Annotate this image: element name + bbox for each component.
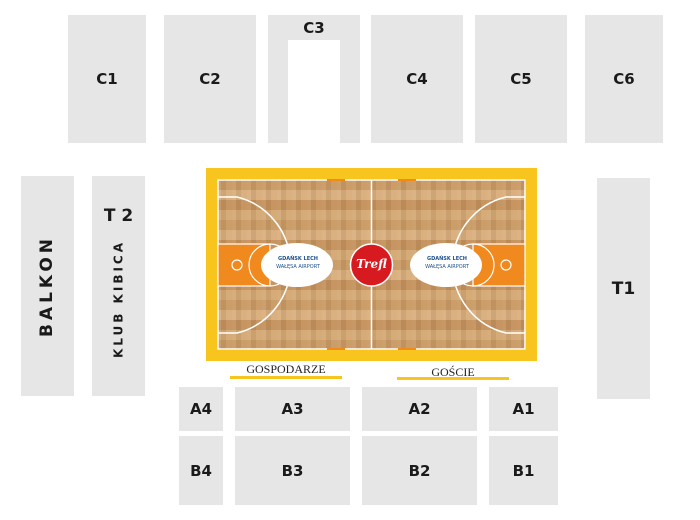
section-a3-label: A3	[281, 400, 304, 418]
center-logo-text: Trefl	[356, 257, 387, 271]
section-b2[interactable]: B2	[362, 436, 477, 505]
section-b4-label: B4	[190, 461, 212, 480]
home-team-bar	[230, 376, 342, 379]
away-team-label: GOŚCIE	[431, 365, 475, 379]
section-b3-label: B3	[281, 461, 304, 480]
section-c2-label: C2	[199, 70, 221, 88]
section-c3-left[interactable]	[268, 40, 288, 143]
section-b3[interactable]: B3	[235, 436, 350, 505]
basketball-court: Trefl GDAŃSK LECH WAŁĘSA AIRPORT GDAŃSK …	[217, 179, 526, 350]
section-t2[interactable]: T 2 KLUB KIBICA	[92, 176, 145, 396]
section-c5-label: C5	[510, 70, 532, 88]
section-balkon-label: BALKON	[37, 234, 58, 338]
court-lines	[217, 179, 526, 350]
section-a4-label: A4	[189, 400, 213, 418]
section-b1-label: B1	[512, 461, 535, 480]
section-t2-label: T 2	[103, 206, 134, 226]
section-t1[interactable]: T1	[597, 178, 650, 399]
arena-logo-right: GDAŃSK LECH WAŁĘSA AIRPORT	[416, 255, 478, 271]
section-klub-kibica-label: KLUB KIBICA	[111, 239, 126, 359]
section-c4-label: C4	[406, 70, 428, 88]
section-b4[interactable]: B4	[179, 436, 223, 505]
arena-logo-left-line1: GDAŃSK LECH	[278, 256, 318, 262]
section-c2[interactable]: C2	[164, 15, 256, 143]
section-a1[interactable]: A1	[489, 387, 558, 431]
section-c5[interactable]: C5	[475, 15, 567, 143]
section-a3[interactable]: A3	[235, 387, 350, 431]
section-a2[interactable]: A2	[362, 387, 477, 431]
section-c1[interactable]: C1	[68, 15, 146, 143]
section-c6-label: C6	[613, 70, 635, 88]
home-team-label: GOSPODARZE	[246, 362, 326, 376]
section-c6[interactable]: C6	[585, 15, 663, 143]
section-a4[interactable]: A4	[179, 387, 223, 431]
arena-logo-left-line2: WAŁĘSA AIRPORT	[276, 264, 320, 270]
away-team-bar	[397, 377, 509, 380]
arena-logo-right-line2: WAŁĘSA AIRPORT	[425, 264, 469, 270]
section-c3-label: C3	[303, 18, 325, 37]
section-a1-label: A1	[512, 400, 535, 418]
section-c1-label: C1	[96, 70, 118, 88]
section-c3-right[interactable]	[340, 40, 360, 143]
section-c4[interactable]: C4	[371, 15, 463, 143]
section-c3-top[interactable]: C3	[268, 15, 360, 40]
arena-logo-left: GDAŃSK LECH WAŁĘSA AIRPORT	[267, 255, 329, 271]
section-balkon[interactable]: BALKON	[21, 176, 74, 396]
section-b1[interactable]: B1	[489, 436, 558, 505]
section-a2-label: A2	[408, 400, 431, 418]
arena-logo-right-line1: GDAŃSK LECH	[427, 256, 467, 262]
section-t1-label: T1	[611, 278, 636, 299]
section-b2-label: B2	[408, 461, 431, 480]
